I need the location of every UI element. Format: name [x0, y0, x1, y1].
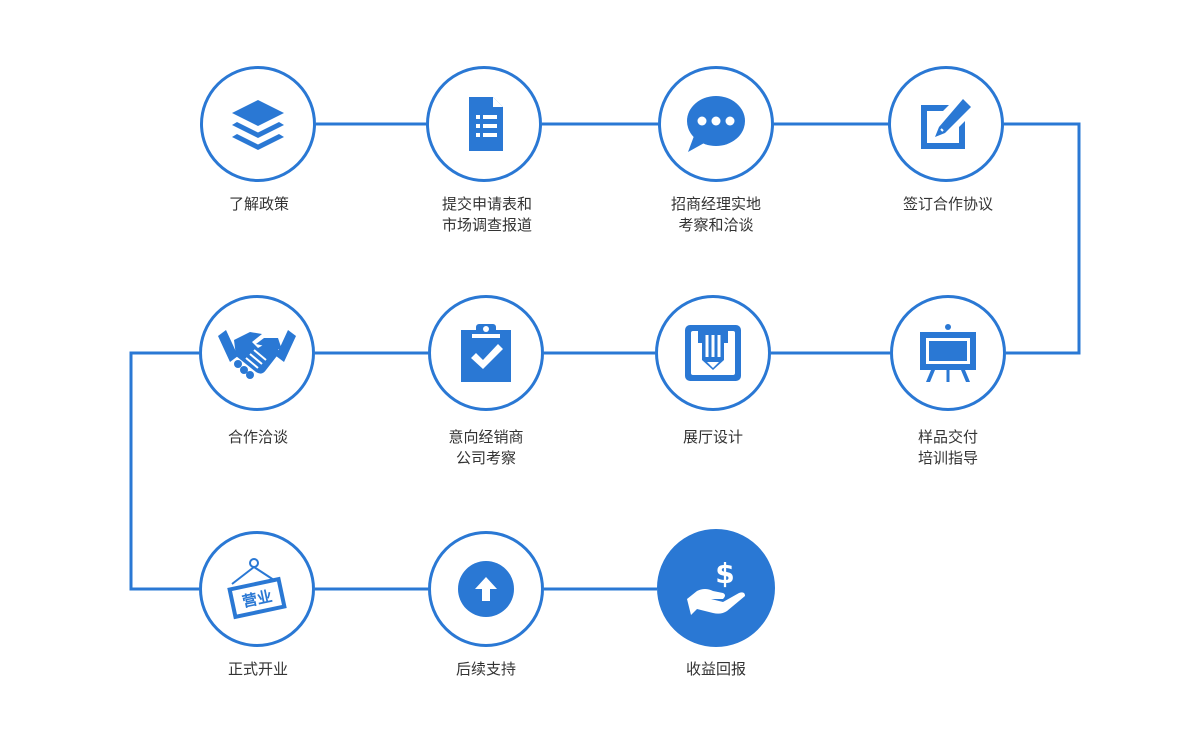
step-2-label-line-2: 市场调查报道: [441, 216, 532, 234]
step-4-circle: [888, 66, 1004, 182]
step-6-label-line-1: 展厅设计: [682, 428, 743, 446]
chat-bubble-icon: [687, 96, 745, 152]
step-10-circle: [428, 531, 544, 647]
step-1-circle: [200, 66, 316, 182]
step-4-label: 签订合作协议: [868, 194, 1028, 215]
step-5-label-line-2: 培训指导: [917, 449, 978, 467]
step-9-circle: 营业: [199, 531, 315, 647]
step-9-label: 正式开业: [178, 659, 338, 680]
sign-text: 营业: [241, 587, 274, 611]
step-3-label-line-1: 招商经理实地: [670, 195, 761, 213]
step-8-label-line-1: 合作洽谈: [227, 428, 288, 446]
layers-icon: [232, 100, 284, 150]
step-3-label-line-2: 考察和洽谈: [678, 216, 754, 234]
edit-pencil-icon: [921, 99, 971, 149]
step-4-label-line-1: 签订合作协议: [902, 195, 993, 213]
step-5-label-line-1: 样品交付: [917, 428, 978, 446]
step-1-label: 了解政策: [179, 194, 339, 215]
step-10-label: 后续支持: [406, 659, 566, 680]
step-3-circle: [658, 66, 774, 182]
connector-4-5: [1004, 122, 1081, 355]
step-7-label-line-2: 公司考察: [455, 449, 516, 467]
document-list-icon: [469, 97, 503, 151]
step-8-label: 合作洽谈: [178, 427, 338, 448]
svg-text:$: $: [715, 557, 734, 590]
arrow-up-circle-icon: [458, 561, 514, 617]
step-2-label: 提交申请表和 市场调查报道: [407, 194, 567, 236]
handshake-icon: [218, 330, 296, 379]
step-9-label-line-1: 正式开业: [227, 660, 288, 678]
step-3-label: 招商经理实地 考察和洽谈: [636, 194, 796, 236]
step-2-label-line-1: 提交申请表和: [441, 195, 532, 213]
step-10-label-line-1: 后续支持: [455, 660, 516, 678]
step-11-label: 收益回报: [636, 659, 796, 680]
easel-board-icon: [920, 324, 976, 382]
step-7-label: 意向经销商 公司考察: [406, 427, 566, 469]
step-11-label-line-1: 收益回报: [685, 660, 746, 678]
step-11-circle: $: [657, 529, 775, 647]
money-hand-icon: $: [687, 557, 745, 615]
step-6-circle: [655, 295, 771, 411]
step-8-circle: [199, 295, 315, 411]
design-ruler-icon: [685, 325, 741, 381]
step-5-label: 样品交付 培训指导: [868, 427, 1028, 469]
step-7-circle: [428, 295, 544, 411]
clipboard-check-icon: [461, 324, 511, 382]
open-sign-icon: 营业: [227, 558, 287, 620]
step-7-label-line-1: 意向经销商: [448, 428, 524, 446]
step-5-circle: [890, 295, 1006, 411]
step-1-label-line-1: 了解政策: [228, 195, 289, 213]
step-2-circle: [426, 66, 542, 182]
step-6-label: 展厅设计: [633, 427, 793, 448]
connector-8-9: [129, 351, 199, 591]
